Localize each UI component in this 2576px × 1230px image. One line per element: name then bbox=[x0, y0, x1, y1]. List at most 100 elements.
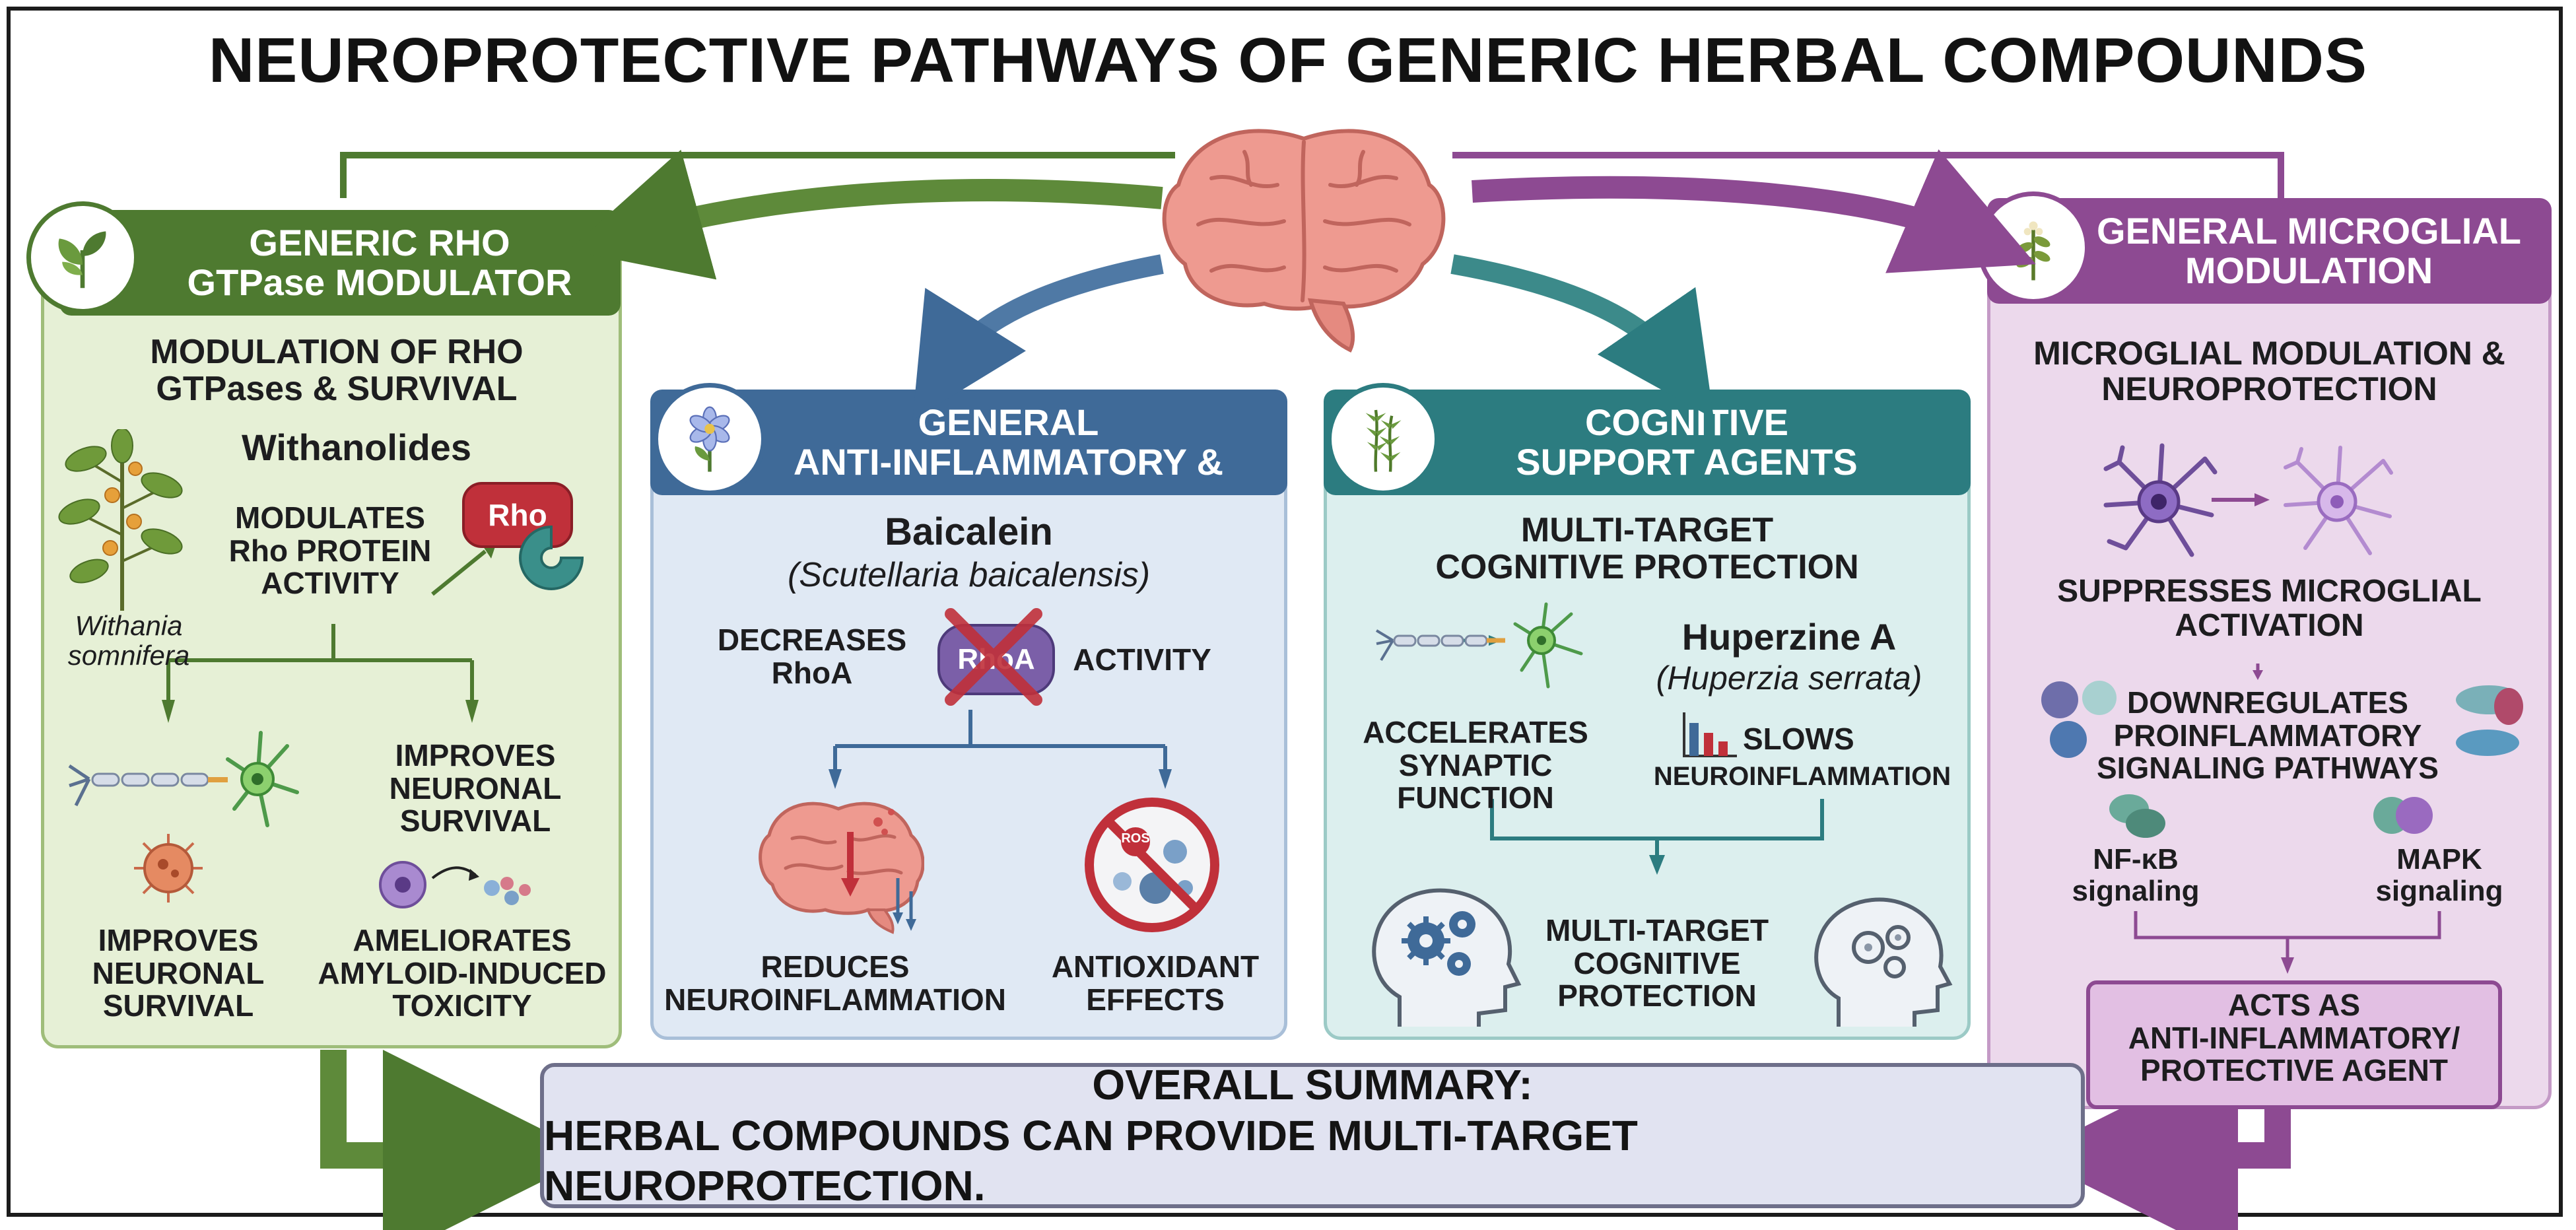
downregulates-text: DOWNREGULATES PROINFLAMMATORY SIGNALING … bbox=[2056, 685, 2479, 786]
summary-line1: OVERALL SUMMARY: bbox=[1092, 1060, 1533, 1109]
modulates-line2: Rho PROTEIN bbox=[228, 533, 432, 568]
withania-label: Withania somnifera bbox=[46, 611, 211, 671]
moss-icon bbox=[1327, 383, 1439, 495]
cog-header-line2: SUPPORT AGENTS bbox=[1516, 441, 1858, 483]
withania-label-line1: Withania bbox=[75, 610, 183, 641]
protective-agent-text: ACTS AS ANTI-INFLAMMATORY/ PROTECTIVE AG… bbox=[2086, 988, 2502, 1088]
ameliorates-line3: TOXICITY bbox=[392, 988, 532, 1023]
scutellaria-label: (Scutellaria baicalensis) bbox=[787, 556, 1151, 594]
blue-branch bbox=[833, 710, 1167, 776]
mapk-molecule-icon bbox=[2373, 797, 2433, 834]
bar-chart-icon bbox=[1683, 712, 1737, 757]
ros-label: ROS bbox=[1121, 831, 1150, 846]
inhibit-cross-icon bbox=[945, 608, 1042, 706]
baicalein-label: Baicalein bbox=[885, 510, 1053, 553]
mapk-label: MAPK signaling bbox=[2360, 844, 2519, 906]
rho-subtitle-line2: GTPases & SURVIVAL bbox=[156, 370, 518, 409]
microglial-subtitle: MICROGLIAL MODULATION & NEUROPROTECTION bbox=[2000, 335, 2538, 407]
rho-header-line1: GENERIC RHO bbox=[249, 221, 510, 263]
microglial-modulation-panel bbox=[1987, 198, 2552, 1109]
protection-line3: PROTECTION bbox=[1557, 978, 1757, 1013]
diagram-title: NEUROPROTECTIVE PATHWAYS OF GENERIC HERB… bbox=[208, 25, 2368, 96]
improves-survival-text: IMPROVES NEURONAL SURVIVAL bbox=[356, 739, 594, 838]
protection-line1: MULTI-TARGET bbox=[1545, 913, 1769, 947]
modulates-rho-text: MODULATES Rho PROTEIN ACTIVITY bbox=[205, 501, 456, 601]
synapse-neuron-icon bbox=[1375, 602, 1583, 689]
inflamed-brain-icon bbox=[759, 802, 924, 934]
rho-badge: Rho bbox=[462, 482, 573, 548]
rho-modulator-header: GENERIC RHO GTPase MODULATOR bbox=[59, 210, 621, 316]
modulates-line3: ACTIVITY bbox=[261, 566, 399, 601]
nfkb-line2: signaling bbox=[2072, 874, 2200, 907]
arrow-brain-to-cognitive bbox=[1450, 254, 1714, 419]
slows-label: SLOWS bbox=[1743, 722, 1854, 756]
multi-target-protection-text: MULTI-TARGET COGNITIVE PROTECTION bbox=[1532, 914, 1782, 1013]
acts-line3: PROTECTIVE AGENT bbox=[2140, 1053, 2448, 1088]
cog-subtitle-line2: COGNITIVE PROTECTION bbox=[1435, 548, 1859, 587]
ameliorates-text: AMELIORATES AMYLOID-INDUCED TOXICITY bbox=[304, 924, 621, 1023]
antioxidant-line1: ANTIOXIDANT bbox=[1051, 949, 1260, 984]
arrow-brain-to-rho bbox=[568, 149, 1163, 280]
arrow-brain-to-microglial bbox=[1472, 149, 2036, 273]
mapk-line1: MAPK bbox=[2396, 843, 2482, 875]
flower-icon bbox=[654, 383, 766, 495]
purple-signal-merge bbox=[2134, 911, 2441, 961]
ameliorates-line2: AMYLOID-INDUCED bbox=[318, 955, 607, 990]
head-gears-icon bbox=[1372, 888, 1522, 1027]
suppresses-text: SUPPRESSES MICROGLIAL ACTIVATION bbox=[2000, 574, 2538, 643]
micro-subtitle-line2: NEUROPROTECTION bbox=[2101, 370, 2437, 407]
nfkb-molecule-icon bbox=[2109, 794, 2165, 838]
left-outcome-line3: SURVIVAL bbox=[102, 988, 254, 1023]
arrow-microglial-to-summary bbox=[2027, 1050, 2291, 1230]
reduces-neuroinflammation-text: REDUCES NEUROINFLAMMATION bbox=[650, 949, 1020, 1017]
amyloid-clearance-icon bbox=[379, 861, 531, 908]
activity-label: ACTIVITY bbox=[1073, 642, 1211, 677]
improves-line3: SURVIVAL bbox=[399, 803, 551, 838]
accelerates-line2: SYNAPTIC bbox=[1398, 747, 1553, 782]
down-line1: DOWNREGULATES bbox=[2127, 685, 2408, 720]
improves-line1: IMPROVES bbox=[395, 738, 556, 772]
mapk-line2: signaling bbox=[2375, 874, 2503, 907]
arrow-rho-to-summary bbox=[320, 1050, 594, 1230]
damaged-cell-icon bbox=[134, 834, 203, 903]
micro-header-line2: MODULATION bbox=[2185, 250, 2433, 291]
micro-header-line1: GENERAL MICROGLIAL bbox=[2097, 209, 2521, 252]
reduces-line2: NEUROINFLAMMATION bbox=[664, 982, 1006, 1017]
accelerates-line1: ACCELERATES bbox=[1363, 715, 1588, 749]
slows-neuroinflammation-label: NEUROINFLAMMATION bbox=[1653, 762, 1951, 791]
antioxidant-line2: EFFECTS bbox=[1086, 982, 1225, 1017]
nfkb-line1: NF-κB bbox=[2093, 843, 2179, 875]
decreases-rhoa-text: DECREASES RhoA bbox=[713, 623, 911, 689]
micro-subtitle-line1: MICROGLIAL MODULATION & bbox=[2033, 335, 2505, 372]
improves-line2: NEURONAL bbox=[389, 770, 562, 805]
rho-subtitle: MODULATION OF RHO GTPases & SURVIVAL bbox=[73, 333, 601, 407]
arrow-brain-to-anti bbox=[912, 254, 1164, 421]
overall-summary-box: OVERALL SUMMARY: HERBAL COMPOUNDS CAN PR… bbox=[540, 1060, 2085, 1210]
brain-icon bbox=[1162, 129, 1446, 353]
protective-agent-box bbox=[2086, 980, 2502, 1109]
withania-label-line2: somnifera bbox=[67, 640, 190, 671]
huperzia-label: (Huperzia serrata) bbox=[1656, 660, 1922, 697]
activated-microglia-icon bbox=[2103, 443, 2218, 557]
rho-subtitle-line1: MODULATION OF RHO bbox=[150, 333, 524, 371]
antioxidant-text: ANTIOXIDANT EFFECTS bbox=[1030, 949, 1281, 1017]
ameliorates-line1: AMELIORATES bbox=[353, 923, 572, 957]
accelerates-line3: FUNCTION bbox=[1397, 780, 1554, 815]
protection-line2: COGNITIVE bbox=[1573, 945, 1741, 980]
cog-subtitle-line1: MULTI-TARGET bbox=[1520, 511, 1774, 549]
withanolides-label: Withanolides bbox=[242, 427, 471, 468]
green-branch bbox=[166, 624, 474, 710]
receptor-pair-icon bbox=[2456, 685, 2523, 756]
summary-line2: HERBAL COMPOUNDS CAN PROVIDE MULTI-TARGE… bbox=[544, 1111, 1638, 1210]
ros-blocked-icon bbox=[1085, 798, 1219, 932]
top-loop-green bbox=[340, 152, 1175, 198]
leaf-sprout-icon bbox=[26, 201, 139, 314]
reduces-line1: REDUCES bbox=[761, 949, 910, 984]
green-rho-arrow bbox=[431, 549, 487, 596]
rho-header-line2: GTPase MODULATOR bbox=[187, 261, 572, 303]
neuron-icon bbox=[68, 731, 299, 827]
accelerates-text: ACCELERATES SYNAPTIC FUNCTION bbox=[1347, 716, 1604, 815]
down-line3: SIGNALING PATHWAYS bbox=[2097, 751, 2439, 786]
nfkb-label: NF-κB signaling bbox=[2056, 844, 2215, 906]
